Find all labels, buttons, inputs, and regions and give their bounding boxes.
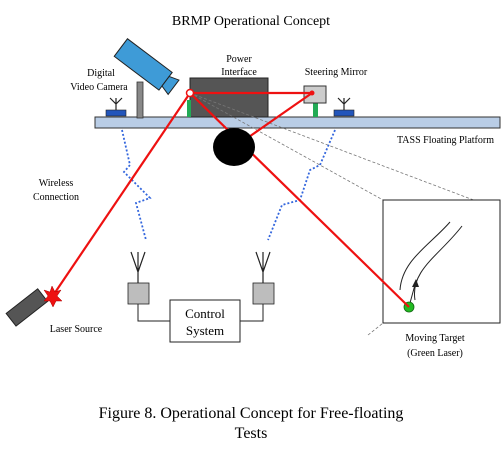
air-bearing-sphere bbox=[213, 128, 255, 166]
figure-caption-line2: Tests bbox=[235, 425, 268, 442]
wireless-link-right bbox=[267, 129, 336, 241]
tass-floating-platform bbox=[94, 116, 501, 129]
target-path-inner bbox=[399, 221, 451, 291]
target-frame bbox=[382, 199, 501, 324]
diagram-title: BRMP Operational Concept bbox=[172, 14, 330, 29]
digital-video-camera bbox=[113, 38, 180, 96]
fov-line-top-right bbox=[189, 92, 501, 211]
laser-source bbox=[5, 288, 49, 327]
power-label-line1: Power bbox=[226, 54, 252, 65]
left-mirror-point bbox=[185, 88, 195, 98]
control-system-box bbox=[169, 299, 241, 343]
ground-antenna-right bbox=[252, 251, 275, 305]
laser-source-body bbox=[5, 288, 49, 327]
camera-label-line1: Digital bbox=[87, 68, 115, 79]
camera-lens bbox=[161, 75, 180, 96]
steering-mirror-post bbox=[313, 103, 318, 117]
figure-caption-line1: Figure 8. Operational Concept for Free-f… bbox=[99, 405, 404, 422]
power-interface-box bbox=[189, 77, 269, 118]
laser-source-label: Laser Source bbox=[50, 324, 103, 335]
laser-beam-source-to-mirror bbox=[51, 92, 191, 298]
platform-antenna-right bbox=[333, 97, 355, 117]
wireless-link-left bbox=[121, 129, 152, 241]
platform-label: TASS Floating Platform bbox=[397, 135, 494, 146]
camera-label-line2: Video Camera bbox=[70, 82, 128, 93]
transceiver-left bbox=[127, 282, 150, 305]
fov-line-top bbox=[189, 92, 384, 201]
control-label-line1: Control bbox=[185, 306, 225, 321]
platform-antenna-left bbox=[105, 97, 127, 117]
camera-pole bbox=[136, 81, 144, 119]
steering-mirror bbox=[303, 85, 327, 104]
power-label-line2: Interface bbox=[221, 67, 257, 78]
target-label-line1: Moving Target bbox=[405, 333, 464, 344]
connector-left bbox=[137, 304, 170, 322]
target-arrowhead bbox=[412, 279, 419, 287]
laser-emitter-burst bbox=[43, 285, 63, 308]
ground-antenna-left bbox=[127, 251, 150, 305]
left-mirror-post bbox=[187, 100, 191, 117]
target-path-outer bbox=[413, 225, 463, 301]
laser-beam-mirror-to-target bbox=[189, 92, 410, 308]
steering-mirror-label: Steering Mirror bbox=[305, 67, 368, 78]
steering-mirror-point bbox=[309, 90, 315, 96]
target-label-line2: (Green Laser) bbox=[407, 348, 463, 359]
control-label-line2: System bbox=[186, 323, 224, 338]
transceiver-right bbox=[252, 282, 275, 305]
fov-line-bottom bbox=[367, 322, 384, 336]
wireless-label-line1: Wireless bbox=[39, 178, 74, 189]
connector-right bbox=[240, 304, 264, 322]
wireless-label-line2: Connection bbox=[33, 192, 79, 203]
